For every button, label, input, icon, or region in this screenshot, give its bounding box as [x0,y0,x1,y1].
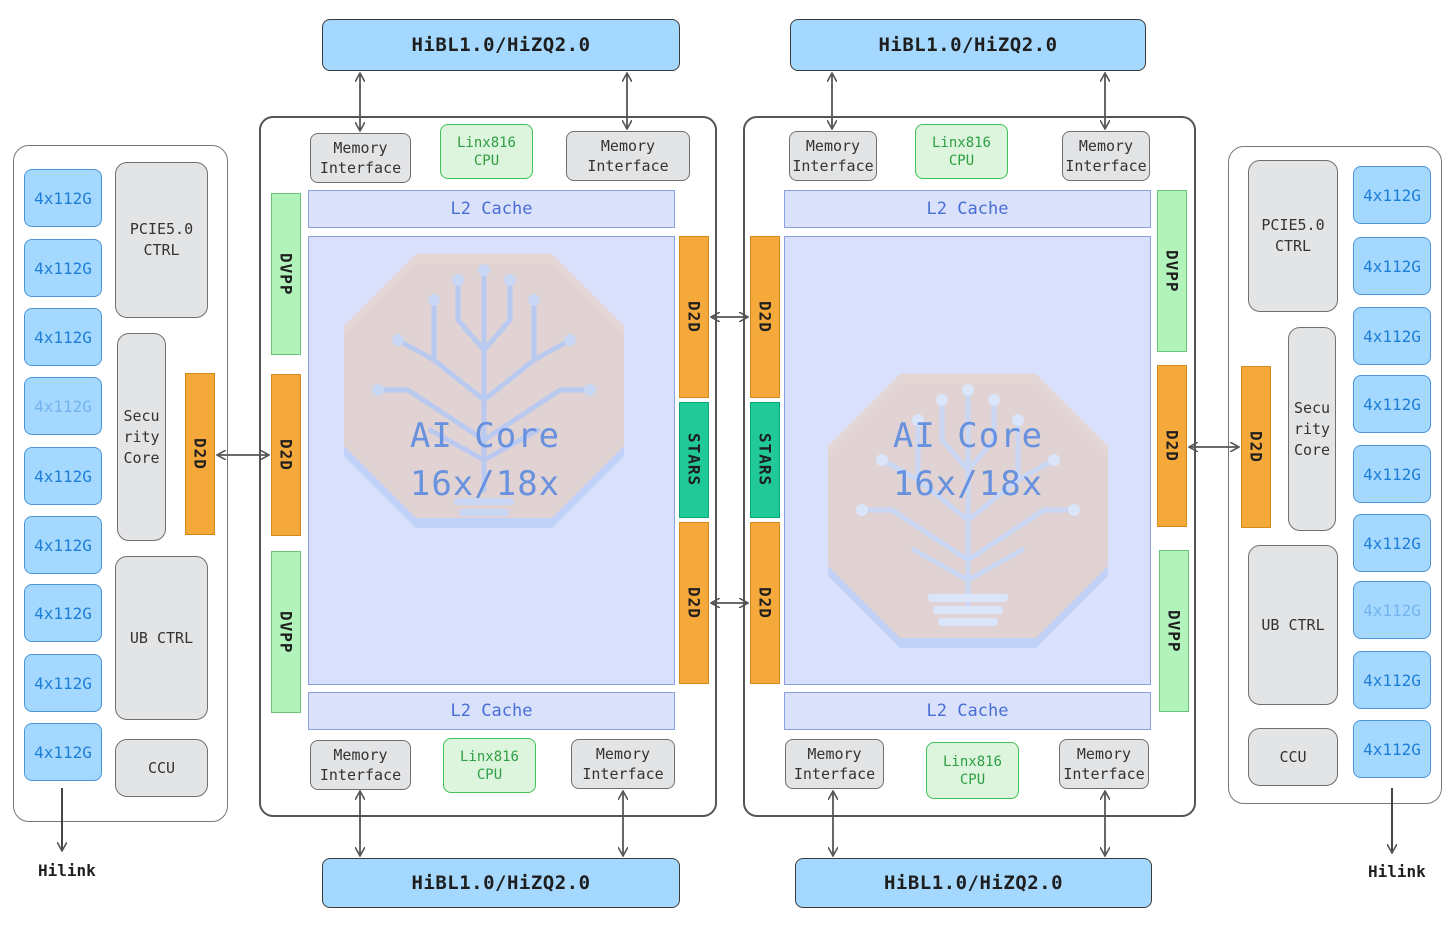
right-io-d2d: D2D [1241,366,1271,528]
right-l2-cache-top: L2 Cache [784,190,1151,228]
left-stars-label: STARS [684,433,704,487]
left-dvpp-top: DVPP [271,193,301,355]
left-d2d-right-bottom-label: D2D [684,587,704,619]
left-io-d2d: D2D [185,373,215,535]
right-io-d2d-label: D2D [1246,431,1266,463]
right-stars-label: STARS [755,433,775,487]
left-ai-core-line2: 16x/18x [409,464,561,504]
left-mem-interface-tl: Memory Interface [310,133,411,183]
port-4x112g: 4x112G [1353,720,1431,778]
left-hilink-label: Hilink [38,861,96,880]
right-d2d-right: D2D [1157,365,1187,527]
right-dvpp-top: DVPP [1157,190,1187,352]
left-d2d-right-top: D2D [679,236,709,398]
port-4x112g: 4x112G [24,516,102,574]
port-4x112g: 4x112G [24,654,102,712]
port-4x112g: 4x112G [24,723,102,781]
port-4x112g: 4x112G [1353,514,1431,572]
right-d2d-left-bottom-label: D2D [755,587,775,619]
left-d2d-right-top-label: D2D [684,301,704,333]
left-ai-core-line1: AI Core [409,416,561,456]
right-ai-core-text: AI Core 16x/18x [843,410,1093,510]
hibl-bottom-right: HiBL1.0/HiZQ2.0 [795,858,1152,908]
port-4x112g: 4x112G [24,308,102,366]
left-cpu-top: Linx816 CPU [440,124,533,179]
port-4x112g: 4x112G [24,169,102,227]
port-4x112g: 4x112G [1353,445,1431,503]
left-io-d2d-label: D2D [190,438,210,470]
left-d2d-left: D2D [271,374,301,536]
right-ub-ctrl: UB CTRL [1248,545,1338,705]
port-4x112g: 4x112G [24,377,102,435]
right-ccu: CCU [1248,728,1338,786]
right-dvpp-bottom: DVPP [1159,550,1189,712]
left-mem-interface-tr: Memory Interface [566,131,690,181]
left-l2-cache-bottom: L2 Cache [308,692,675,730]
right-security-core: Secu rity Core [1288,327,1336,531]
right-ai-core-line1: AI Core [892,416,1044,456]
hibl-bottom-left: HiBL1.0/HiZQ2.0 [322,858,680,908]
left-stars: STARS [679,402,709,518]
right-d2d-left-top: D2D [750,236,780,398]
right-mem-interface-tl: Memory Interface [789,131,877,181]
right-ai-core-line2: 16x/18x [892,464,1044,504]
right-mem-interface-tr: Memory Interface [1062,131,1150,181]
right-d2d-left-top-label: D2D [755,301,775,333]
left-mem-interface-br: Memory Interface [571,739,675,789]
right-l2-cache-bottom: L2 Cache [784,692,1151,730]
right-dvpp-bottom-label: DVPP [1164,609,1184,653]
port-4x112g: 4x112G [1353,581,1431,639]
left-ub-ctrl: UB CTRL [115,556,208,720]
left-security-core: Secu rity Core [117,333,166,541]
right-dvpp-top-label: DVPP [1162,249,1182,293]
left-ai-core-text: AI Core 16x/18x [360,410,610,510]
left-d2d-right-bottom: D2D [679,522,709,684]
right-cpu-top: Linx816 CPU [915,124,1008,179]
port-4x112g: 4x112G [1353,375,1431,433]
right-hilink-label: Hilink [1368,862,1426,881]
right-stars: STARS [750,402,780,518]
port-4x112g: 4x112G [24,584,102,642]
right-d2d-left-bottom: D2D [750,522,780,684]
left-ccu: CCU [115,739,208,797]
right-mem-interface-br: Memory Interface [1059,739,1149,789]
hibl-top-left: HiBL1.0/HiZQ2.0 [322,19,680,71]
port-4x112g: 4x112G [24,239,102,297]
port-4x112g: 4x112G [1353,307,1431,365]
left-l2-cache-top: L2 Cache [308,190,675,228]
port-4x112g: 4x112G [24,447,102,505]
right-d2d-right-label: D2D [1162,430,1182,462]
right-ai-core-chip-icon [828,374,1108,648]
right-mem-interface-bl: Memory Interface [785,739,884,789]
right-pcie-ctrl: PCIE5.0 CTRL [1248,160,1338,312]
left-cpu-bottom: Linx816 CPU [443,738,536,793]
left-d2d-left-label: D2D [276,439,296,471]
left-dvpp-bottom-label: DVPP [276,610,296,654]
right-cpu-bottom: Linx816 CPU [926,742,1019,799]
port-4x112g: 4x112G [1353,237,1431,295]
port-4x112g: 4x112G [1353,166,1431,224]
left-dvpp-top-label: DVPP [276,252,296,296]
left-ai-core-chip-icon [344,254,624,528]
left-dvpp-bottom: DVPP [271,551,301,713]
left-mem-interface-bl: Memory Interface [310,740,411,790]
left-pcie-ctrl: PCIE5.0 CTRL [115,162,208,318]
hibl-top-right: HiBL1.0/HiZQ2.0 [790,19,1146,71]
port-4x112g: 4x112G [1353,651,1431,709]
